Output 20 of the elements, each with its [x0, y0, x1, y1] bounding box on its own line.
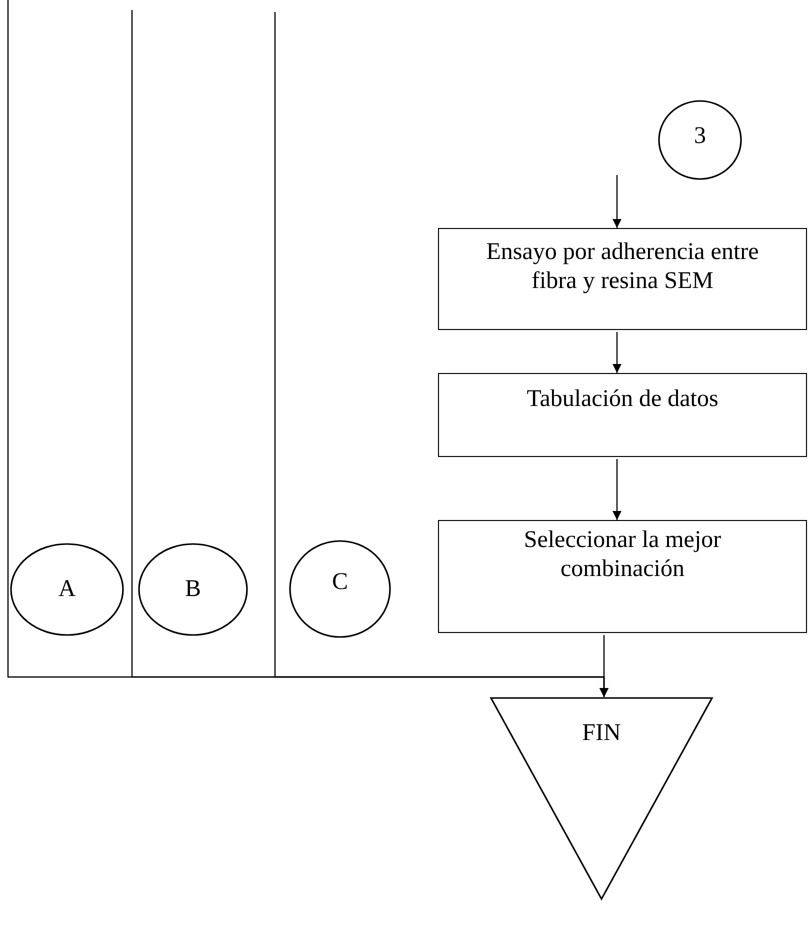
node-label: Ensayo por adherencia entre fibra y resina SEM — [485, 238, 760, 296]
connector-circle — [10, 543, 124, 636]
merge-arrow — [274, 12, 608, 697]
node-label: 3 — [693, 122, 707, 151]
process-box — [438, 373, 807, 457]
connector-circle — [289, 540, 391, 638]
end-triangle — [490, 697, 713, 900]
node-label: Seleccionar la mejor combinación — [522, 526, 722, 584]
merge-arrow — [612, 175, 622, 228]
process-box — [438, 520, 807, 633]
node-label: C — [330, 568, 349, 597]
node-label: FIN — [581, 719, 622, 748]
node-label: Tabulación de datos — [526, 385, 720, 414]
node-label: A — [57, 575, 77, 604]
connector-circle — [138, 543, 248, 636]
arrow — [612, 332, 622, 373]
process-box — [438, 228, 807, 330]
arrow — [612, 459, 622, 520]
node-label: B — [184, 575, 202, 604]
connector-circle — [658, 100, 742, 180]
